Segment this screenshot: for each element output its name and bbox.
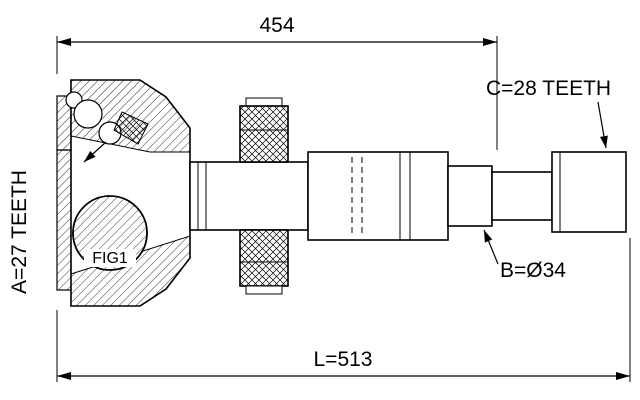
spline-a-leader [83, 141, 107, 163]
housing-bottom-wall-hatch [70, 235, 191, 307]
dimension-annotations: 454 L=513 C=28 TEETH B=Ø34 A=27 TEETH [8, 14, 631, 382]
center-bearing [239, 97, 289, 295]
dim-label-454: 454 [259, 14, 294, 37]
shaft-step-1 [447, 165, 493, 227]
shaft-step-2 [491, 171, 553, 221]
spline-stub [551, 151, 627, 233]
dim-label-a-teeth: A=27 TEETH [8, 170, 31, 294]
ball-bearing [73, 99, 103, 129]
dim-label-b-diameter: B=Ø34 [500, 259, 566, 282]
bearing-cap-top [245, 97, 283, 107]
cv-joint-outer-housing: FIG1 [56, 79, 191, 307]
figure-label: FIG1 [92, 250, 128, 267]
shaft-tube [307, 151, 449, 241]
bearing-bottom-hatch [239, 229, 289, 287]
leader-b-diameter [483, 229, 499, 265]
bearing-cap-bottom [245, 285, 283, 295]
leader-c-teeth [597, 101, 608, 149]
bearing-top-hatch [239, 105, 289, 163]
cage-section-hatch [113, 111, 149, 145]
dim-label-l513: L=513 [314, 348, 373, 371]
drive-shaft [189, 151, 627, 241]
dim-label-c-teeth: C=28 TEETH [486, 77, 611, 100]
figure-label-chip [84, 249, 136, 267]
shaft-neck [189, 161, 309, 231]
